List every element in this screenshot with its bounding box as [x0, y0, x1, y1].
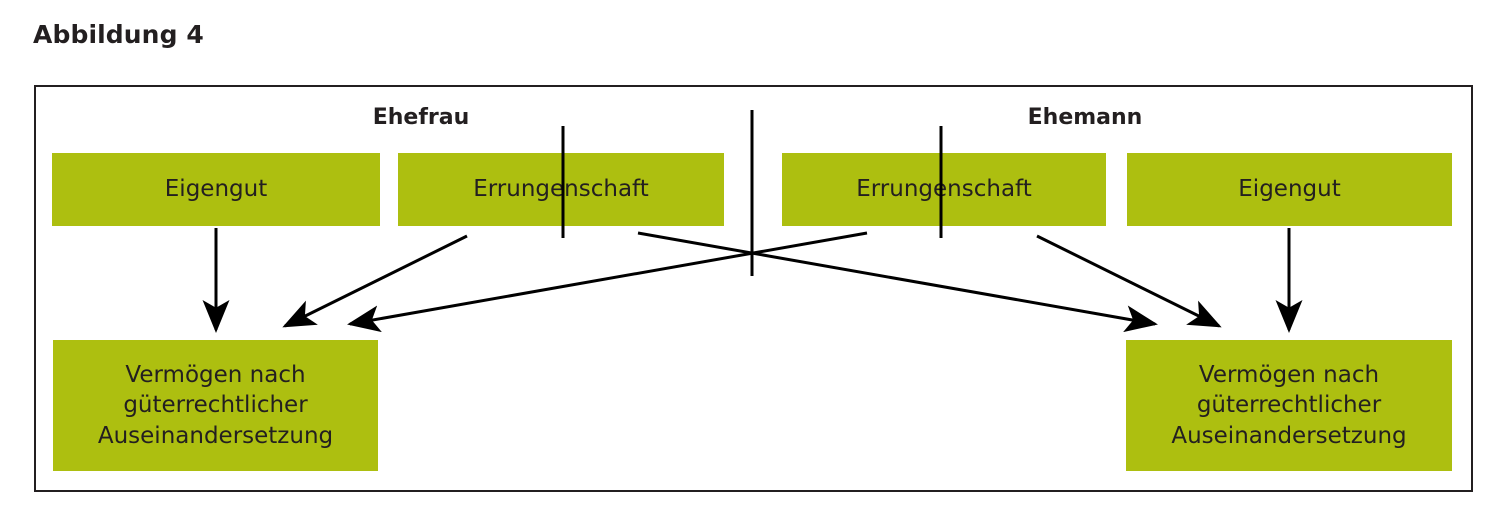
box-husband-eigengut[interactable]: Eigengut [1127, 153, 1452, 226]
box-husband-errungenschaft[interactable]: Errungenschaft [782, 153, 1106, 226]
page-title: Abbildung 4 [33, 20, 204, 49]
box-wife-result[interactable]: Vermögen nach güterrechtlicher Auseinand… [53, 340, 378, 471]
box-wife-result-line-1: Vermögen nach [125, 362, 306, 389]
box-wife-result-line-2: güterrechtlicher [123, 392, 308, 419]
box-husband-eigengut-label: Eigengut [1238, 176, 1341, 203]
box-wife-errungenschaft-label: Errungenschaft [473, 176, 649, 203]
box-husband-result-line-3: Auseinandersetzung [1171, 422, 1407, 449]
column-heading-ehemann: Ehemann [1027, 105, 1143, 130]
box-husband-result-line-1: Vermögen nach [1198, 362, 1380, 389]
box-wife-eigengut-label: Eigengut [164, 176, 268, 203]
column-heading-ehefrau: Ehefrau [372, 105, 470, 130]
box-wife-eigengut[interactable]: Eigengut [52, 153, 380, 226]
box-husband-errungenschaft-label: Errungenschaft [856, 176, 1032, 203]
box-wife-result-line-3: Auseinandersetzung [97, 422, 334, 449]
box-husband-result[interactable]: Vermögen nach güterrechtlicher Auseinand… [1126, 340, 1452, 471]
box-husband-result-line-2: güterrechtlicher [1196, 392, 1382, 419]
box-wife-errungenschaft[interactable]: Errungenschaft [398, 153, 724, 226]
